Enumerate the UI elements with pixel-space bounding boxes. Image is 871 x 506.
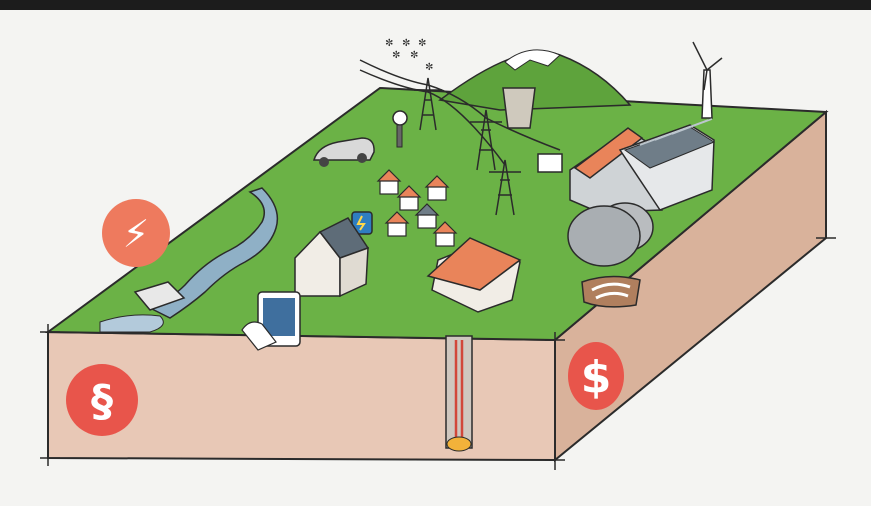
svg-text:✼: ✼ (402, 38, 410, 49)
svg-text:✼: ✼ (410, 50, 418, 61)
electricity-badge: ⚡ (102, 199, 170, 267)
dam (503, 88, 535, 128)
substation (538, 154, 562, 172)
dollar-icon: $ (581, 352, 612, 403)
pipeline-cross-section (582, 276, 640, 306)
svg-text:✼: ✼ (418, 38, 426, 49)
svg-text:✼: ✼ (385, 38, 393, 49)
lightning-bolt-icon: ⚡ (123, 212, 150, 256)
money-badge: $ (568, 342, 624, 410)
snowflakes: ✼✼✼ ✼✼✼ (385, 38, 433, 73)
svg-text:✼: ✼ (392, 50, 400, 61)
law-badge: § (66, 364, 138, 436)
mountain (440, 50, 630, 110)
paragraph-icon: § (91, 376, 113, 427)
svg-text:✼: ✼ (425, 62, 433, 73)
